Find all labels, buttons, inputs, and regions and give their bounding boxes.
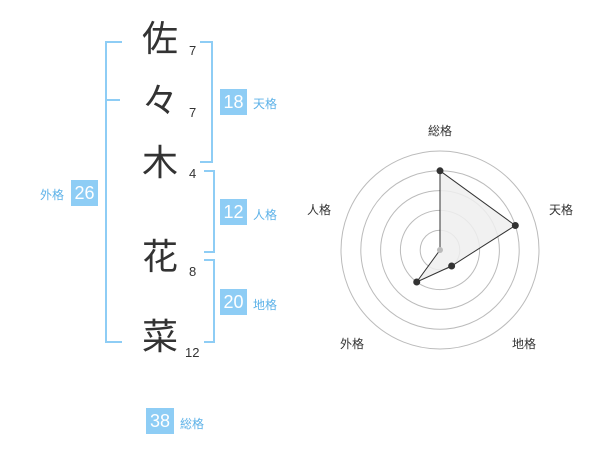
name-char-2: 々 [142,81,179,122]
radar-axis-label-0: 総格 [428,124,453,138]
soukaku-label: 総格 [180,417,205,431]
stroke-count-4: 8 [189,264,197,279]
gaikaku-bracket-tick-top [105,99,120,101]
stroke-count-1: 7 [189,43,197,58]
radar-point-2 [448,262,456,270]
radar-point-1 [511,222,519,230]
chikaku-value-badge: 20 [220,289,247,315]
jinkaku-bracket [204,170,215,253]
stroke-count-3: 4 [189,166,197,181]
radar-axis-label-1: 天格 [549,203,574,217]
chikaku-bracket [204,259,215,343]
radar-axis-label-4: 人格 [307,203,332,217]
radar-axis-label-3: 外格 [340,337,365,351]
stroke-count-5: 12 [185,345,200,360]
stroke-count-2: 7 [189,105,197,120]
tenkaku-bracket [200,41,213,163]
radar-center-point [437,247,443,253]
radar-series-polygon [415,169,517,284]
name-char-5: 菜 [142,317,179,358]
gaikaku-label: 外格 [40,188,65,202]
name-char-4: 花 [142,237,179,278]
soukaku-value-badge: 38 [146,408,174,434]
name-char-3: 木 [142,143,179,184]
name-char-1: 佐 [142,19,179,60]
radar-axis-label-2: 地格 [512,337,537,351]
jinkaku-label: 人格 [253,208,278,222]
radar-grid-ring-5 [340,150,540,350]
gaikaku-bracket [105,41,122,343]
radar-point-3 [413,278,421,286]
tenkaku-value-badge: 18 [220,89,247,115]
chikaku-label: 地格 [253,298,278,312]
gaikaku-value-badge: 26 [71,180,98,206]
radar-point-0 [436,167,444,175]
tenkaku-label: 天格 [253,97,278,111]
jinkaku-value-badge: 12 [220,199,247,225]
